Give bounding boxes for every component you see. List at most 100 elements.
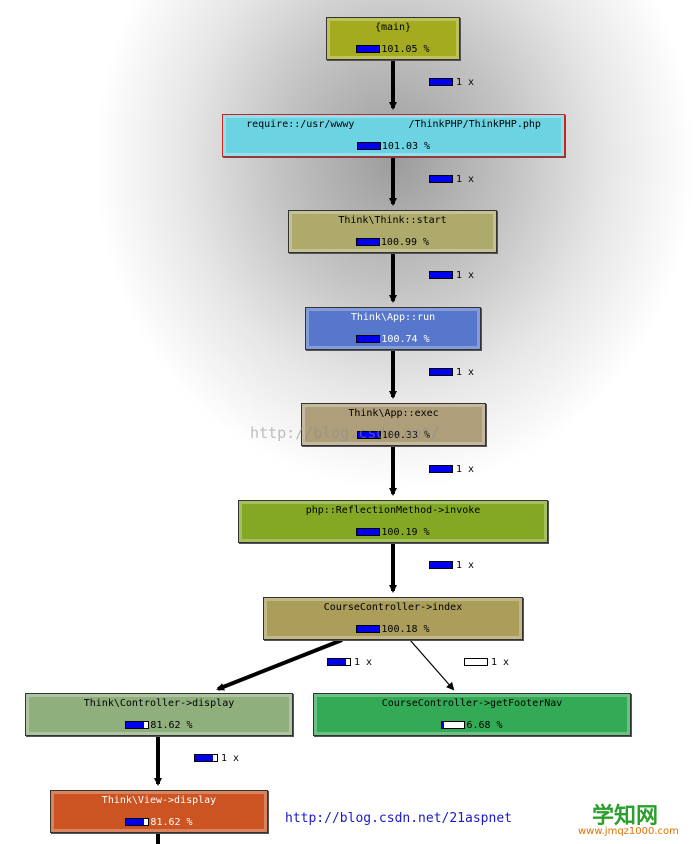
node-think-start[interactable]: Think\Think::start 100.99 % <box>288 210 497 253</box>
edge-count-index-ctrl-display: 1 x <box>327 657 372 669</box>
edge-count-bar-fill <box>195 755 214 761</box>
node-title-head: require::/usr/wwwy <box>246 119 355 130</box>
edge-count-label: 1 x <box>456 77 475 88</box>
percent-bar <box>125 721 150 729</box>
node-percent: 100.18 % <box>381 624 430 635</box>
edge-count-bar-fill <box>430 272 452 278</box>
edge-count-bar <box>429 175 453 183</box>
edge-count-exec-invoke: 1 x <box>429 464 474 476</box>
node-title: CourseController->index <box>323 602 463 613</box>
node-percent-row: 81.62 % <box>51 817 267 829</box>
percent-bar-fill <box>357 529 380 535</box>
edge-count-bar-fill <box>430 79 452 85</box>
edge-count-require-start: 1 x <box>429 174 474 186</box>
edge-count-bar <box>429 271 453 279</box>
node-title: Think\Think::start <box>338 215 447 226</box>
node-app-run[interactable]: Think\App::run 100.74 % <box>305 307 481 350</box>
edge-count-bar-fill <box>328 659 347 665</box>
node-title: Think\View->display <box>101 795 217 806</box>
percent-bar-fill <box>357 46 380 52</box>
edge-count-bar <box>327 658 351 666</box>
percent-bar-fill <box>126 819 145 825</box>
edge-count-label: 1 x <box>456 464 475 475</box>
node-get-footer-nav[interactable]: CourseController->getFooterNav 6.68 % <box>313 693 631 736</box>
edge-count-label: 1 x <box>221 753 240 764</box>
node-percent: 100.74 % <box>381 334 430 345</box>
edge-count-label: 1 x <box>456 270 475 281</box>
percent-bar-fill <box>126 722 145 728</box>
edge-index-ctrl-display <box>216 638 343 691</box>
node-percent: 81.62 % <box>150 817 193 828</box>
percent-bar-fill <box>442 722 444 728</box>
percent-bar-fill <box>357 626 380 632</box>
node-percent: 6.68 % <box>466 720 503 731</box>
node-title: require::/usr/wwwy/ThinkPHP/ThinkPHP.php <box>223 119 564 131</box>
edge-count-bar <box>429 78 453 86</box>
node-app-exec[interactable]: Think\App::exec 100.33 % <box>301 403 486 446</box>
node-percent-row: 101.05 % <box>327 44 459 56</box>
edge-count-label: 1 x <box>491 657 510 668</box>
edge-count-bar <box>429 465 453 473</box>
edge-count-start-run: 1 x <box>429 270 474 282</box>
node-percent-row: 100.99 % <box>289 237 496 249</box>
node-title-tail: /ThinkPHP/ThinkPHP.php <box>408 119 541 130</box>
node-percent: 100.99 % <box>380 237 430 248</box>
node-percent-row: 100.19 % <box>239 527 547 539</box>
node-percent-row: 101.03 % <box>223 141 564 153</box>
node-controller-display[interactable]: Think\Controller->display 81.62 % <box>25 693 293 736</box>
percent-bar-fill <box>357 143 380 149</box>
edge-count-index-footer-nav: 1 x <box>464 657 509 669</box>
node-percent: 100.33 % <box>381 430 431 441</box>
node-percent-row: 100.33 % <box>302 430 485 442</box>
edge-count-label: 1 x <box>354 657 373 668</box>
logo-name: 学知网 <box>592 804 659 829</box>
edge-count-ctrl-display-view-display: 1 x <box>194 753 239 765</box>
percent-bar <box>355 238 380 246</box>
edge-index-footer-nav <box>409 639 455 691</box>
percent-bar-fill <box>356 239 379 245</box>
node-percent-row: 100.74 % <box>306 334 480 346</box>
node-percent: 100.19 % <box>381 527 430 538</box>
logo-url: www.jmqz1000.com <box>578 826 679 837</box>
node-view-display[interactable]: Think\View->display 81.62 % <box>50 790 268 833</box>
edge-count-bar <box>194 754 218 762</box>
node-title: php::ReflectionMethod->invoke <box>305 505 481 516</box>
node-title: {main} <box>374 22 412 33</box>
node-require[interactable]: require::/usr/wwwy/ThinkPHP/ThinkPHP.php… <box>222 114 565 157</box>
node-course-index[interactable]: CourseController->index 100.18 % <box>263 597 523 640</box>
edge-count-label: 1 x <box>456 367 475 378</box>
percent-bar <box>356 142 381 150</box>
node-title: CourseController->getFooterNav <box>381 698 563 709</box>
percent-bar <box>356 431 381 439</box>
percent-bar <box>356 335 381 343</box>
edge-count-bar-fill <box>430 466 452 472</box>
edge-count-bar-fill <box>430 369 452 375</box>
node-percent: 101.03 % <box>381 141 431 152</box>
percent-bar-fill <box>357 336 380 342</box>
node-percent: 81.62 % <box>150 720 193 731</box>
edge-count-bar-fill <box>430 176 452 182</box>
node-percent: 101.05 % <box>381 44 430 55</box>
edge-count-label: 1 x <box>456 560 475 571</box>
edge-count-invoke-index: 1 x <box>429 560 474 572</box>
edge-count-bar <box>429 368 453 376</box>
percent-bar <box>125 818 150 826</box>
footer-url-watermark: http://blog.csdn.net/21aspnet <box>285 811 512 826</box>
node-percent-row: 100.18 % <box>264 624 522 636</box>
percent-bar <box>356 45 381 53</box>
node-title: Think\App::exec <box>348 408 439 419</box>
edge-count-bar-fill <box>430 562 452 568</box>
percent-bar <box>356 528 381 536</box>
edge-count-bar <box>429 561 453 569</box>
node-title: Think\Controller->display <box>83 698 235 709</box>
node-title: Think\App::run <box>350 312 436 323</box>
faint-watermark: http://blog.csdn.net/ <box>250 424 440 442</box>
node-percent-row: 81.62 % <box>26 720 292 732</box>
node-reflection-invoke[interactable]: php::ReflectionMethod->invoke 100.19 % <box>238 500 548 543</box>
percent-bar <box>441 721 466 729</box>
edge-count-main-require: 1 x <box>429 77 474 89</box>
site-logo: 学知网 www.jmqz1000.com <box>578 798 696 842</box>
node-main[interactable]: {main} 101.05 % <box>326 17 460 60</box>
edge-count-bar <box>464 658 488 666</box>
